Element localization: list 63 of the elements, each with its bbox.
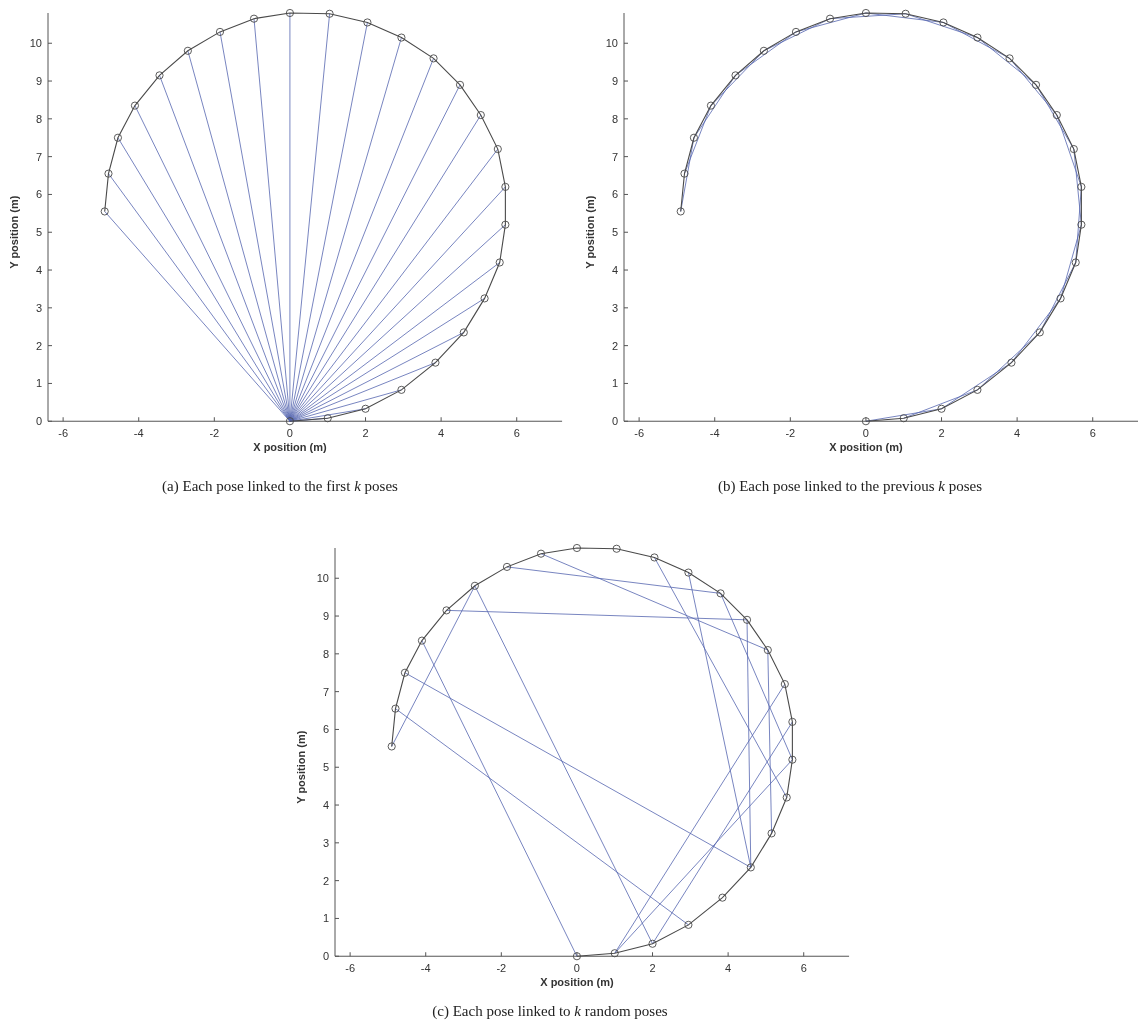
tick-label: 7: [322, 685, 329, 698]
tick-label: 1: [322, 912, 329, 925]
tick-label: 9: [611, 75, 618, 88]
tick-label: 7: [611, 150, 618, 163]
tick-label: 5: [611, 226, 618, 239]
tick-label: 0: [862, 427, 869, 440]
axis-title: X position (m): [829, 441, 903, 454]
tick-label: 6: [35, 188, 42, 201]
tick-label: 0: [286, 427, 293, 440]
tick-label: 2: [938, 427, 945, 440]
tick-label: 8: [35, 112, 42, 125]
tick-label: -4: [709, 427, 720, 440]
tick-label: 1: [611, 377, 618, 390]
tick-label: 2: [362, 427, 369, 440]
tick-label: 2: [649, 962, 656, 975]
tick-label: -2: [785, 427, 796, 440]
figure-caption: (c) Each pose linked to k random poses: [431, 1003, 669, 1020]
tick-label: 8: [611, 112, 618, 125]
tick-label: 0: [611, 415, 618, 428]
tick-label: 9: [322, 610, 329, 623]
tick-label: 0: [322, 950, 329, 963]
tick-label: 3: [322, 836, 329, 849]
tick-label: 1: [35, 377, 42, 390]
tick-label: 4: [611, 264, 618, 277]
axis-title: Y position (m): [295, 730, 307, 804]
tick-label: -6: [58, 427, 68, 440]
axis-title: X position (m): [540, 976, 614, 989]
tick-label: 0: [573, 962, 580, 975]
tick-label: 4: [438, 427, 445, 440]
figure-caption: (b) Each pose linked to the previous k poses: [716, 478, 984, 495]
tick-label: -6: [345, 962, 355, 975]
tick-label: -6: [634, 427, 644, 440]
tick-label: 10: [316, 572, 329, 585]
tick-label: 4: [1014, 427, 1021, 440]
tick-label: 8: [322, 647, 329, 660]
tick-label: 6: [1089, 427, 1096, 440]
tick-label: 6: [513, 427, 520, 440]
tick-label: 6: [611, 188, 618, 201]
tick-label: 3: [35, 301, 42, 314]
tick-label: 3: [611, 301, 618, 314]
tick-label: 9: [35, 75, 42, 88]
tick-label: 6: [800, 962, 807, 975]
tick-label: -2: [496, 962, 507, 975]
tick-label: 7: [35, 150, 42, 163]
tick-label: 4: [322, 799, 329, 812]
tick-label: 2: [322, 874, 329, 887]
tick-label: -2: [209, 427, 220, 440]
axis-title: X position (m): [253, 441, 327, 454]
tick-label: 2: [35, 339, 42, 352]
tick-label: -4: [133, 427, 144, 440]
tick-label: 10: [605, 37, 618, 50]
axis-title: Y position (m): [584, 195, 596, 269]
tick-label: 5: [322, 761, 329, 774]
tick-label: 4: [725, 962, 732, 975]
axis-title: Y position (m): [8, 195, 20, 269]
tick-label: 4: [35, 264, 42, 277]
tick-label: 0: [35, 415, 42, 428]
figure-caption: (a) Each pose linked to the first k poses: [161, 478, 399, 495]
tick-label: 6: [322, 723, 329, 736]
tick-label: 5: [35, 226, 42, 239]
tick-label: -4: [420, 962, 431, 975]
tick-label: 10: [29, 37, 42, 50]
tick-label: 2: [611, 339, 618, 352]
